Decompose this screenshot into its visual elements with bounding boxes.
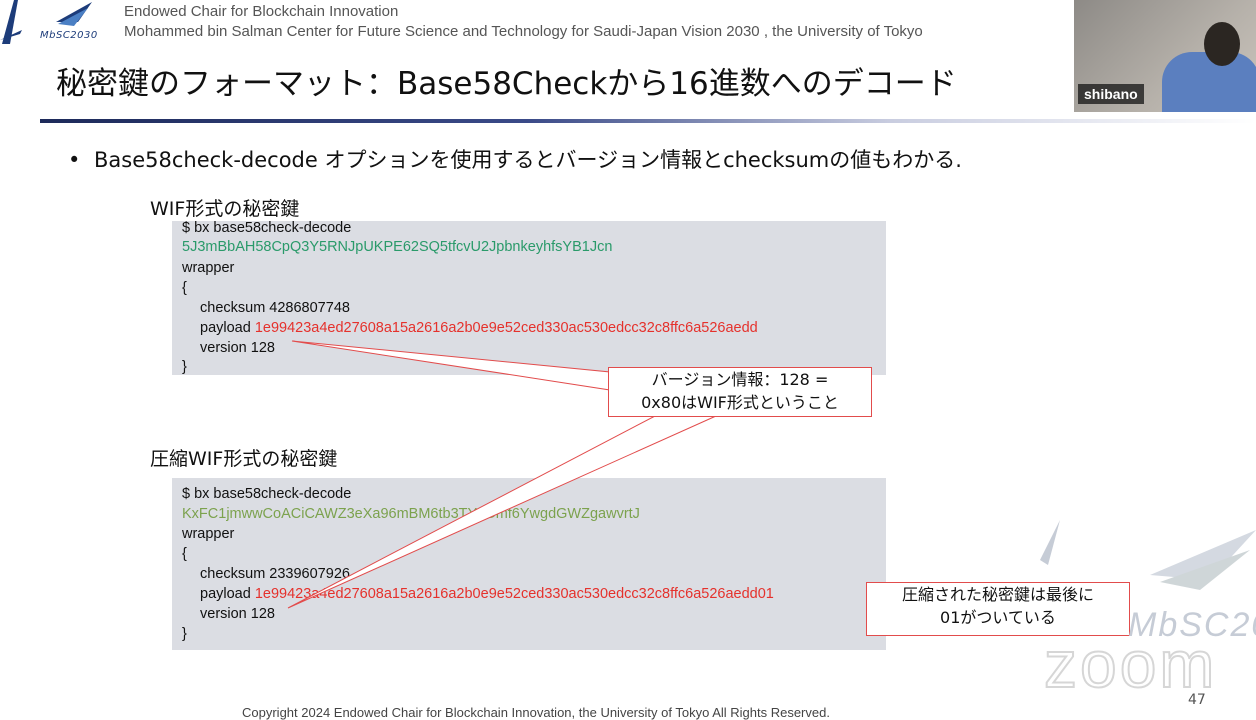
section2-version: version 128 [200, 606, 275, 622]
footer-copyright: Copyright 2024 Endowed Chair for Blockch… [242, 705, 830, 720]
page-number: 47 [1188, 692, 1206, 708]
participant-name: shibano [1078, 84, 1144, 104]
section2-checksum: checksum 2339607926 [200, 566, 350, 582]
section1-payload-label: payload [200, 320, 251, 336]
section1-close-brace: } [182, 359, 187, 375]
section1-code-box: $ bx base58check-decode 5J3mBbAH58CpQ3Y5… [172, 220, 886, 375]
participant-head [1204, 22, 1240, 66]
watermark-text: MbSC20 [1128, 606, 1256, 644]
bullet-text: Base58check-decode オプションを使用するとバージョン情報とch… [94, 148, 962, 172]
org-line-2: Mohammed bin Salman Center for Future Sc… [124, 23, 923, 40]
section2-code-box: $ bx base58check-decode KxFC1jmwwCoACiCA… [172, 478, 886, 650]
section2-payload-value: 1e99423a4ed27608a15a2616a2b0e9e52ced330a… [254, 586, 774, 602]
mbsc-logo-icon [0, 0, 92, 44]
title-divider [40, 119, 1256, 123]
section1-version: version 128 [200, 340, 275, 356]
bullet-dot: • [68, 148, 81, 172]
mbsc-watermark-icon [1040, 520, 1256, 590]
section2-command: $ bx base58check-decode [182, 486, 352, 502]
section2-key: KxFC1jmwwCoACiCAWZ3eXa96mBM6tb3TYzGmf6Yw… [182, 506, 640, 522]
section1-command: $ bx base58check-decode [182, 220, 352, 236]
org-line-1: Endowed Chair for Blockchain Innovation [124, 3, 399, 20]
section2-label: 圧縮WIF形式の秘密鍵 [150, 448, 338, 470]
section2-close-brace: } [182, 626, 187, 642]
zoom-watermark-icon: zoom [1043, 626, 1218, 702]
section1-wrapper: wrapper [182, 260, 235, 276]
callout2-line2: 01がついている [940, 608, 1056, 627]
participant-video[interactable]: shibano [1074, 0, 1256, 112]
callout1-line2: 0x80はWIF形式ということ [641, 393, 839, 412]
participant-figure [1162, 52, 1256, 112]
section1-payload-value: 1e99423a4ed27608a15a2616a2b0e9e52ced330a… [254, 320, 758, 336]
section2-open-brace: { [182, 546, 187, 562]
section2-wrapper: wrapper [182, 526, 235, 542]
callout-compressed-key: 圧縮された秘密鍵は最後に 01がついている [866, 582, 1130, 636]
callout-version-info: バージョン情報：128 = 0x80はWIF形式ということ [608, 367, 872, 417]
bullet-point: • Base58check-decode オプションを使用するとバージョン情報とc… [68, 144, 962, 174]
section2-payload-line: payload 1e99423a4ed27608a15a2616a2b0e9e5… [200, 586, 774, 602]
section1-key: 5J3mBbAH58CpQ3Y5RNJpUKPE62SQ5tfcvU2Jpbnk… [182, 239, 613, 255]
section1-checksum: checksum 4286807748 [200, 300, 350, 316]
slide-title: 秘密鍵のフォーマット：Base58Checkから16進数へのデコード [56, 66, 957, 102]
callout1-line1: バージョン情報：128 = [651, 370, 829, 389]
section1-payload-line: payload 1e99423a4ed27608a15a2616a2b0e9e5… [200, 320, 758, 336]
section1-open-brace: { [182, 280, 187, 296]
section1-label: WIF形式の秘密鍵 [150, 198, 300, 220]
callout2-line1: 圧縮された秘密鍵は最後に [901, 585, 1094, 604]
logo-text: MbSC2030 [40, 30, 98, 41]
section2-payload-label: payload [200, 586, 251, 602]
